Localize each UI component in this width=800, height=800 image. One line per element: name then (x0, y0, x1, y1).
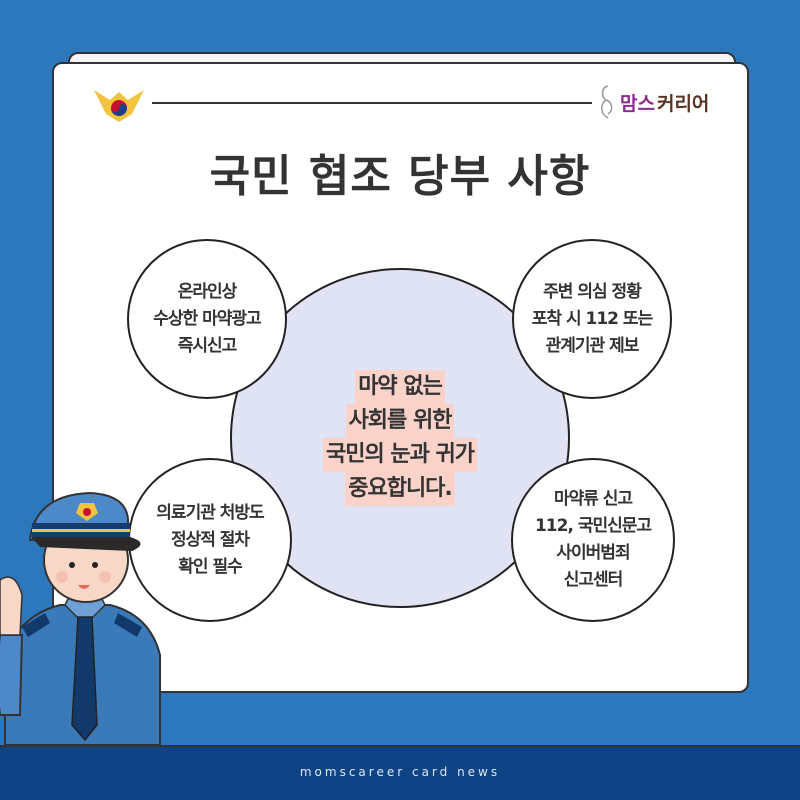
tip-circle-report-suspicion: 주변 의심 정황 포착 시 112 또는 관계기관 제보 (512, 239, 672, 399)
header-divider (152, 102, 592, 104)
center-line: 사회를 위한 (345, 404, 455, 438)
tip-line: 관계기관 제보 (545, 335, 640, 356)
tip-line: 포착 시 112 또는 (531, 308, 653, 329)
tip-line: 마약류 신고 (553, 489, 633, 509)
footer-bar: momscareer card news (0, 745, 800, 800)
center-line: 마약 없는 (355, 370, 445, 404)
tip-circle-prescription: 의료기관 처방도 정상적 절차 확인 필수 (128, 458, 292, 622)
tip-line: 온라인상 (177, 281, 238, 302)
tip-line: 신고센터 (563, 570, 624, 590)
center-line: 중요합니다. (345, 472, 455, 506)
tip-line: 즉시신고 (177, 335, 238, 356)
tip-line: 수상한 마약광고 (153, 308, 261, 329)
tip-line: 정상적 절차 (170, 529, 250, 550)
tip-line: 확인 필수 (178, 556, 242, 577)
police-badge-icon (94, 90, 144, 122)
tip-circle-online-ads: 온라인상 수상한 마약광고 즉시신고 (127, 239, 287, 399)
police-officer-illustration (0, 491, 161, 746)
tip-line: 의료기관 처방도 (156, 502, 264, 523)
tip-line: 112, 국민신문고 (534, 516, 652, 536)
tip-circle-report-channels: 마약류 신고 112, 국민신문고 사이버범죄 신고센터 (511, 458, 675, 622)
footer-text: momscareer card news (299, 765, 501, 779)
tip-line: 사이버범죄 (556, 543, 630, 563)
page-title: 국민 협조 당부 사항 (209, 151, 591, 202)
logo-text-moms: 맘스 (620, 92, 655, 115)
center-line: 국민의 눈과 귀가 (323, 438, 477, 472)
logo-text-career: 커리어 (656, 92, 710, 115)
tip-line: 주변 의심 정황 (543, 281, 642, 302)
mother-logo-icon (601, 85, 613, 119)
